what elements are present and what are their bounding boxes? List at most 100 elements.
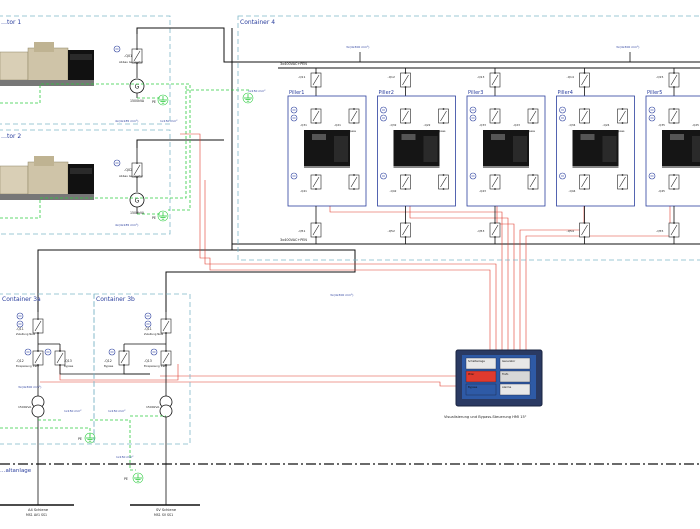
protection-icon <box>24 348 32 356</box>
piller-name: Piller1 <box>289 90 304 96</box>
piller-q-out: -Q45 <box>658 189 665 193</box>
piller-q-by: -Q24 <box>603 123 610 127</box>
breaker-icon <box>579 107 590 125</box>
c3a-q-top: -Q11 <box>16 327 24 331</box>
hmi-tile[interactable]: Alarme <box>499 383 531 396</box>
generator-2-circuit: -Q02 Abbau Generator G 1500kVA 4x(4x185 … <box>113 148 169 227</box>
pe-lines <box>0 83 250 471</box>
piller-q-out: -Q42 <box>390 189 397 193</box>
ups-unit-5: -Q15 Piller5 -Q35 -Q25 Bypass -Q45 -Q55 <box>645 68 700 244</box>
piller-bypass: Bypass <box>525 129 536 133</box>
hmi-tile[interactable]: Bypass <box>465 383 497 396</box>
piller-name: Piller2 <box>379 90 394 96</box>
container-4-title: Container 4 <box>240 19 275 26</box>
c3a-q-right: -Q13 <box>64 359 72 363</box>
protection-icon <box>380 114 387 122</box>
feed-1-name: A4 Schiene <box>28 508 49 512</box>
breaker-icon <box>32 317 44 335</box>
piller-q-mid: -Q33 <box>479 123 486 127</box>
ground-icon <box>242 92 254 104</box>
hmi-panel[interactable]: Schaltanlage Generator Piller Trafo Bypa… <box>444 349 543 419</box>
feed-2-sub: MS1 SV SS1 <box>154 513 173 517</box>
piller-q-out: -Q43 <box>479 189 486 193</box>
container-3b-title: Container 3b <box>96 296 135 303</box>
generator-1-cable: 4x(4x185 mm²) <box>115 119 138 123</box>
piller-q-by: -Q22 <box>424 123 431 127</box>
bypass-breaker-icon <box>438 107 449 125</box>
cable-left-label: 3x(4x300 mm²) <box>346 45 369 49</box>
piller-bypass: Bypass <box>346 129 357 133</box>
ups-cabinet-image <box>393 130 440 168</box>
piller-frame <box>377 95 456 207</box>
protection-icon <box>469 172 477 180</box>
ups-cabinet-image <box>662 130 700 168</box>
breaker-icon <box>579 173 590 191</box>
breaker-icon <box>579 221 590 239</box>
protection-icon <box>380 106 387 114</box>
piller-q-in: -Q15 <box>656 75 663 79</box>
generator-1-pe: PE <box>152 100 156 104</box>
protection-icon <box>648 172 656 180</box>
hmi-tile[interactable]: Piller <box>465 370 497 383</box>
breaker-icon <box>527 173 539 191</box>
generator-1-image <box>0 42 94 86</box>
c3b-q-left: -Q12 <box>104 359 112 363</box>
c3b-q-right-sub: Einspeisung Trafo <box>144 364 167 368</box>
generator-1-breaker-sub: Abbau Generator <box>119 60 144 64</box>
c3a-pe: PE <box>78 437 82 441</box>
container-4: Container 4 3x400VAC+PEN 3x400VAC+PEN 3x… <box>237 15 700 261</box>
breaker-icon <box>400 173 411 191</box>
hmi-tile[interactable]: Generator <box>499 357 531 370</box>
ups-unit-4: -Q14 Piller4 -Q34 -Q24 Bypass -Q44 -Q54 <box>556 68 635 244</box>
hmi-tile-label: Piller <box>468 372 475 376</box>
transformer-icon <box>31 404 45 418</box>
generator-1-frame <box>0 15 171 125</box>
breaker-icon <box>310 107 322 125</box>
c3b-q-left-sub: Bypass <box>104 364 114 368</box>
c3a-q-top-sub: Zuleitung Netz <box>16 332 36 336</box>
protection-icon <box>290 106 298 114</box>
generator-1-title: …tor 1 <box>1 19 21 26</box>
generator-1-circuit: -Q01 Abbau Generator G 1500kVA 4x(4x185 … <box>113 34 169 123</box>
piller-bypass: Bypass <box>436 129 447 133</box>
hmi-tile[interactable]: Trafo <box>499 370 531 383</box>
c3b-pe: PE <box>124 477 128 481</box>
protection-icon <box>290 172 298 180</box>
piller-q-mid: -Q34 <box>569 123 576 127</box>
ups-unit-3: -Q13 Piller3 -Q33 -Q23 Bypass -Q43 -Q53 <box>466 68 546 244</box>
generator-2-image <box>0 156 94 200</box>
c3b-q-top-sub: Zuleitung Netz <box>144 332 164 336</box>
protection-icon <box>648 106 656 114</box>
hmi-caption: Visualisierung und Bypass-Steuerung HMI … <box>444 415 527 419</box>
generator-1-symbol: G <box>135 83 140 90</box>
breaker-icon <box>438 173 449 191</box>
container-3b: Container 3b -Q11 Zuleitung Netz -Q12 By… <box>93 293 191 505</box>
breaker-icon <box>32 349 44 367</box>
piller-q-in: -Q11 <box>298 75 305 79</box>
c3b-trafo: 1500kVA <box>146 405 160 409</box>
breaker-icon <box>118 349 130 367</box>
piller-q-bot: -Q53 <box>477 229 484 233</box>
ups-unit-2: -Q12 Piller2 -Q32 -Q22 Bypass -Q42 -Q52 <box>377 68 456 244</box>
breaker-icon <box>160 317 172 335</box>
generator-2-symbol: G <box>135 197 140 204</box>
hmi-tile-label: Alarme <box>502 385 512 389</box>
piller-q-bot: -Q52 <box>388 229 395 233</box>
hmi-tile-label: Trafo <box>502 372 509 376</box>
ups-unit-1: -Q11 Piller1 -Q31 -Q21 Bypass -Q41 -Q51 <box>287 68 367 244</box>
bypass-breaker-icon <box>527 107 539 125</box>
protection-icon <box>469 114 477 122</box>
hmi-tile[interactable]: Schaltanlage <box>465 357 497 370</box>
protection-icon <box>559 172 566 180</box>
breaker-icon <box>579 71 590 89</box>
breaker-icon <box>489 221 501 239</box>
container-3a-frame <box>0 293 95 445</box>
protection-icon <box>113 159 121 167</box>
protection-icon <box>469 106 477 114</box>
piller-name: Piller5 <box>647 90 662 96</box>
piller-name: Piller4 <box>558 90 573 96</box>
feed-2-name: SV Schiene <box>156 508 177 512</box>
c3a-pe-cable: 1x150 mm² <box>64 409 82 413</box>
